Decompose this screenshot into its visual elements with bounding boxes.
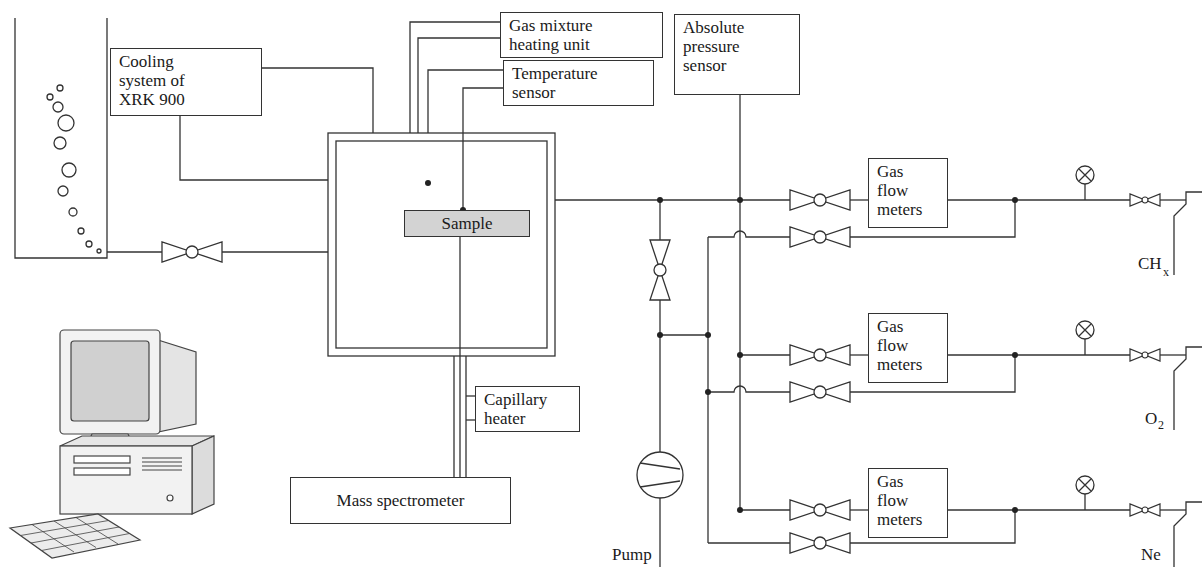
node-text: Gas flow meters: [877, 162, 933, 219]
signal-line: [463, 88, 503, 210]
pump-label: Pump: [612, 546, 652, 565]
cooling-system-box: Cooling system of XRK 900: [110, 48, 262, 116]
gas-subscript: x: [1163, 266, 1169, 279]
flow-meter-box: Gas flow meters: [868, 468, 948, 538]
reaction-chamber: [328, 133, 555, 356]
node-text: Mass spectrometer: [337, 491, 465, 510]
node-text: Capillary heater: [484, 390, 564, 428]
gas-cylinders: [1174, 192, 1202, 567]
node-text: Sample: [442, 214, 493, 233]
computer-illustration: [10, 330, 214, 558]
node-text: Gas flow meters: [877, 472, 933, 529]
flow-meter-box: Gas flow meters: [868, 313, 948, 383]
heater-box: Capillary heater: [475, 386, 580, 432]
node-text: Absolute pressure sensor: [683, 18, 773, 75]
node-text: Gas mixture heating unit: [509, 16, 609, 54]
gas-label: O: [1145, 410, 1157, 429]
pump-symbol: [637, 452, 683, 498]
pipes-and-wires: [107, 22, 1186, 567]
sample-block: Sample: [404, 210, 530, 237]
pressure-gauges: [1076, 166, 1094, 494]
bubbler-beaker: [15, 18, 107, 258]
signal-line: [459, 237, 460, 477]
control-unit-box: Gas mixture heating unit: [500, 12, 663, 58]
sensor-box: Temperature sensor: [503, 60, 654, 106]
spectrometer-box: Mass spectrometer: [290, 477, 511, 524]
node-text: Temperature sensor: [512, 64, 612, 102]
gas-label: CH: [1138, 255, 1162, 274]
gas-label: Ne: [1141, 546, 1161, 565]
flow-meter-box: Gas flow meters: [868, 158, 948, 228]
node-text: Cooling system of XRK 900: [119, 52, 214, 109]
gas-subscript: 2: [1158, 419, 1164, 432]
node-text: Gas flow meters: [877, 317, 933, 374]
sensor-box: Absolute pressure sensor: [674, 14, 800, 95]
valve-symbols: [162, 190, 1160, 553]
